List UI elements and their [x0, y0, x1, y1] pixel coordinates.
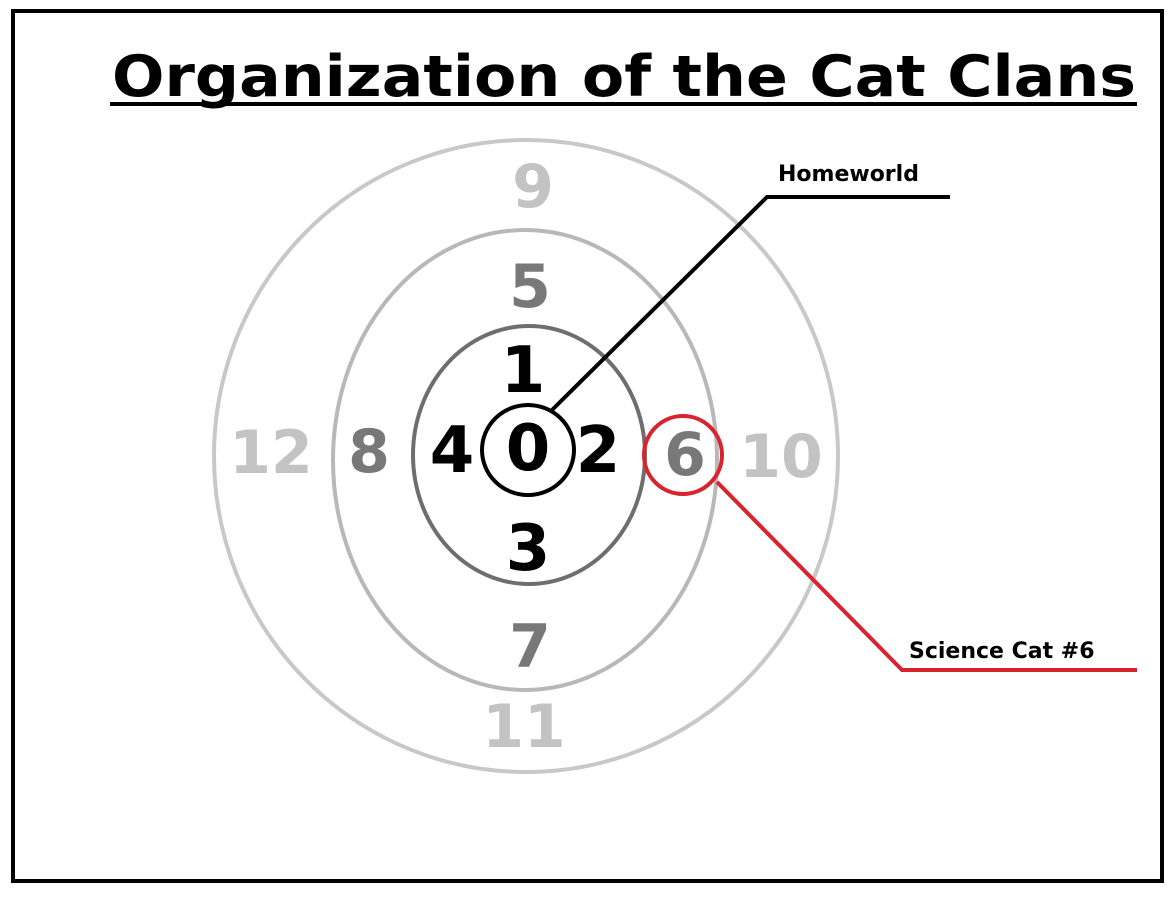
clan-number: 2 [576, 414, 621, 488]
clan-number: 5 [509, 252, 551, 322]
clan-number: 10 [739, 422, 823, 492]
highlight-circle [642, 414, 724, 496]
page-title: Organization of the Cat Clans [112, 44, 1136, 110]
clan-number: 8 [348, 417, 390, 487]
clan-number: 11 [482, 692, 566, 762]
clan-number: 6 [664, 420, 706, 490]
clan-numbers: 0 1 2 3 4 5 6 7 8 9 10 11 12 [229, 152, 823, 762]
clan-number: 4 [430, 414, 475, 488]
diagram-frame [11, 9, 1164, 883]
homeworld-label: Homeworld [778, 162, 919, 187]
ring-middle [331, 228, 719, 692]
clan-number: 12 [229, 418, 313, 488]
science-cat-callout-line [715, 480, 1137, 672]
clan-number: 7 [509, 612, 551, 682]
clan-number: 9 [512, 152, 554, 222]
science-cat-label: Science Cat #6 [909, 639, 1095, 664]
ring-homeworld [480, 403, 576, 497]
clan-number: 1 [501, 334, 546, 408]
homeworld-callout-line [550, 195, 950, 412]
ring-outer [212, 138, 840, 774]
clan-number: 3 [506, 512, 551, 586]
clan-number: 0 [506, 412, 551, 486]
